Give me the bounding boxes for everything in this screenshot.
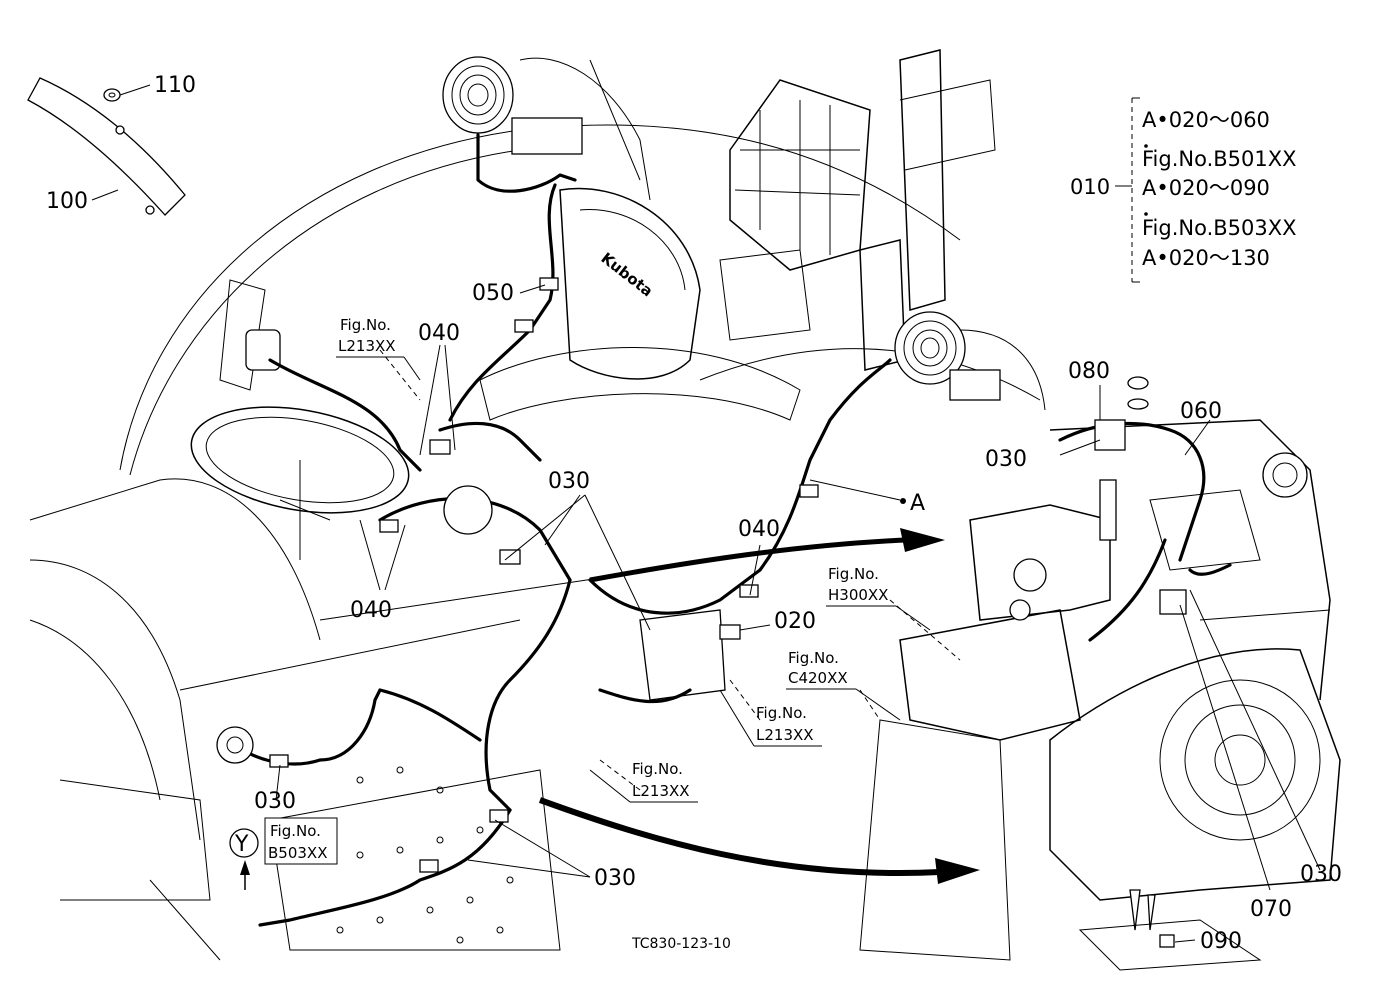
trim-strip-part-100 bbox=[27, 77, 186, 216]
fig-ref-title: Fig.No. bbox=[756, 704, 807, 722]
callout-060: 060 bbox=[1180, 399, 1222, 424]
fig-ref-b503xx: Fig.No. B503XX bbox=[264, 817, 338, 865]
callout-070: 070 bbox=[1250, 897, 1292, 922]
callout-080: 080 bbox=[1068, 359, 1110, 384]
fig-ref-l213xx-mid: Fig.No. L213XX bbox=[719, 689, 822, 747]
point-a-label: A bbox=[910, 491, 925, 516]
nut-part-110 bbox=[103, 88, 121, 102]
callout-030-center: 030 bbox=[548, 469, 590, 494]
callout-050: 050 bbox=[472, 281, 514, 306]
fig-ref-title: Fig.No. bbox=[632, 760, 683, 778]
assembly-key-line-4: Fig.No.B503XX bbox=[1142, 216, 1297, 240]
figure-references: Fig.No. L213XX Fig.No. H300XX Fig.No. C4… bbox=[264, 316, 931, 865]
assembly-key-line-1: A•020～060 bbox=[1142, 108, 1270, 132]
assembly-key-line-3: A•020～090 bbox=[1142, 176, 1270, 200]
callout-110: 110 bbox=[154, 73, 196, 98]
callout-040-top: 040 bbox=[418, 321, 460, 346]
fig-ref-l213xx-low: Fig.No. L213XX bbox=[589, 760, 698, 803]
fig-ref-code: L213XX bbox=[632, 782, 690, 800]
callout-030-bottom: 030 bbox=[594, 866, 636, 891]
assembly-key: 010 A•020～060 Fig.No.B501XX A•020～090 Fi… bbox=[1070, 97, 1297, 283]
callout-020: 020 bbox=[774, 609, 816, 634]
point-a-marker bbox=[900, 498, 906, 504]
detail-arrows bbox=[240, 528, 980, 890]
transmission-housing bbox=[859, 419, 1341, 971]
part-callouts: 110 100 050 040 030 040 040 020 030 030 … bbox=[46, 73, 1342, 954]
fig-ref-code: B503XX bbox=[268, 844, 327, 862]
fig-ref-code: L213XX bbox=[756, 726, 814, 744]
rear-work-lamp-right bbox=[894, 311, 1001, 401]
callout-030-left: 030 bbox=[254, 789, 296, 814]
callout-090: 090 bbox=[1200, 929, 1242, 954]
wiring-harness bbox=[216, 133, 1232, 948]
fig-ref-title: Fig.No. bbox=[270, 822, 321, 840]
callout-040-left: 040 bbox=[350, 598, 392, 623]
assembly-key-line-2: Fig.No.B501XX bbox=[1142, 147, 1297, 171]
fig-ref-title: Fig.No. bbox=[340, 316, 391, 334]
fig-ref-title: Fig.No. bbox=[788, 649, 839, 667]
fig-ref-h300xx: Fig.No. H300XX bbox=[826, 565, 931, 631]
seat-brand: Kubota bbox=[598, 249, 657, 300]
point-y-label: Y bbox=[234, 832, 249, 857]
rear-work-lamp-left bbox=[442, 56, 583, 155]
fig-ref-c420xx: Fig.No. C420XX bbox=[786, 649, 901, 721]
fig-ref-code: H300XX bbox=[828, 586, 888, 604]
floor-plate-holes bbox=[326, 766, 514, 944]
assembly-key-line-5: A•020～130 bbox=[1142, 246, 1270, 270]
fig-ref-title: Fig.No. bbox=[828, 565, 879, 583]
drawing-code: TC830-123-10 bbox=[631, 936, 731, 952]
point-y-marker bbox=[229, 828, 259, 858]
callout-100: 100 bbox=[46, 189, 88, 214]
callout-040-mid: 040 bbox=[738, 517, 780, 542]
assembly-number: 010 bbox=[1070, 175, 1110, 199]
callout-030-right-top: 030 bbox=[985, 447, 1027, 472]
callout-030-right-bottom: 030 bbox=[1300, 862, 1342, 887]
fig-ref-code: L213XX bbox=[338, 337, 396, 355]
leader-lines bbox=[91, 84, 1321, 943]
fig-ref-l213xx-top: Fig.No. L213XX bbox=[336, 316, 421, 381]
fig-ref-code: C420XX bbox=[788, 669, 848, 687]
